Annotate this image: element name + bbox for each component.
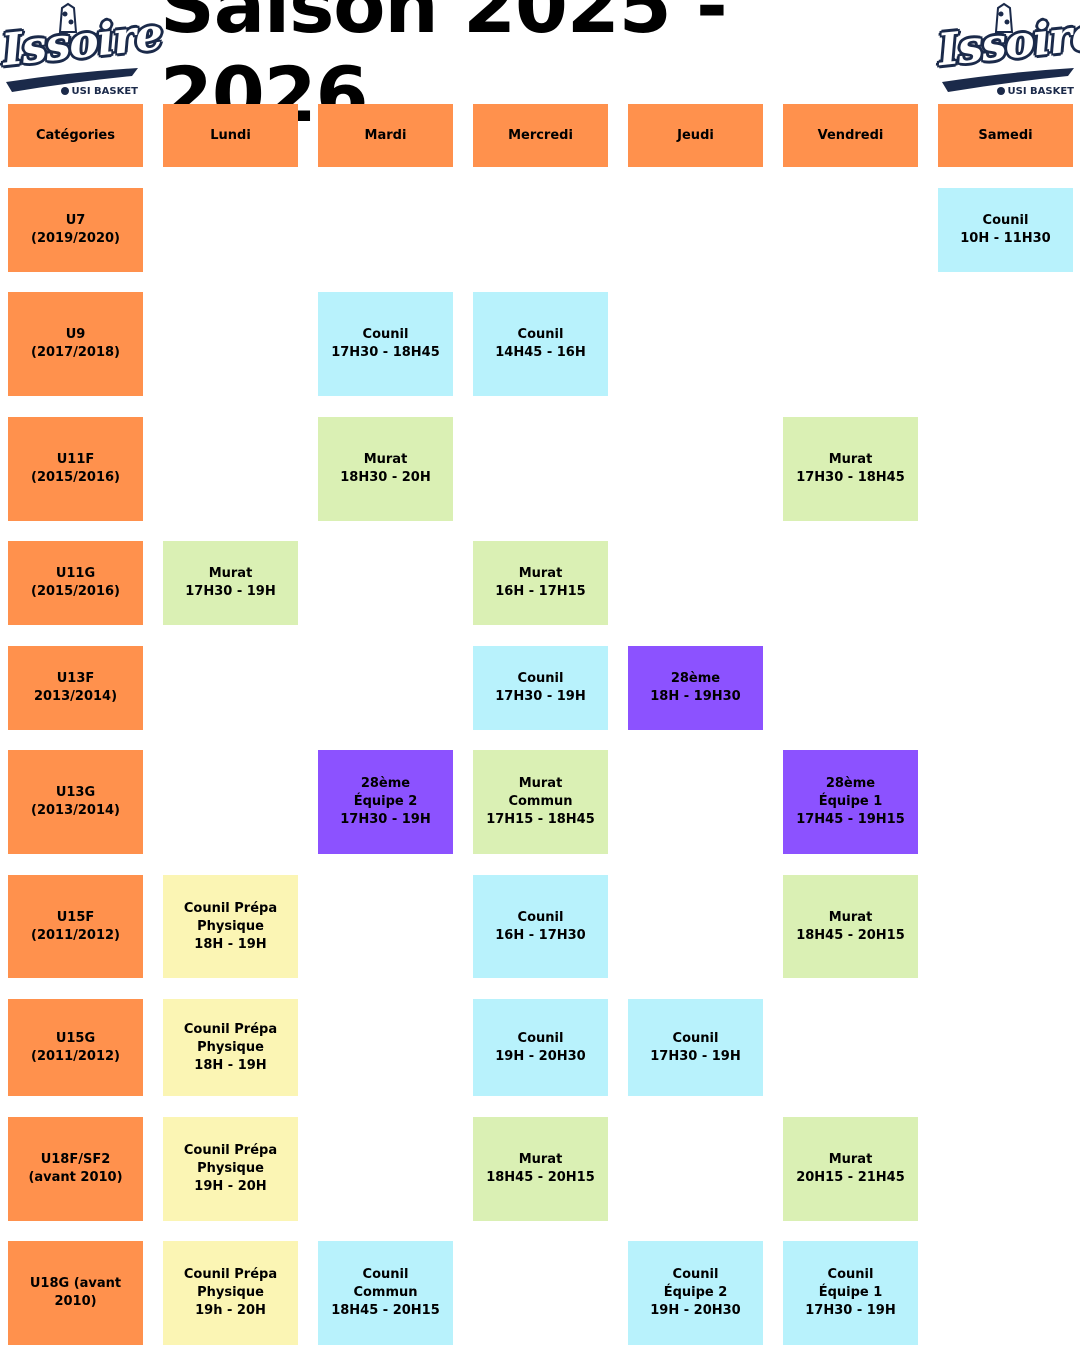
session-cell: Murat 17H30 - 18H45 bbox=[783, 417, 918, 521]
session-cell: Counil Commun 18H45 - 20H15 bbox=[318, 1241, 453, 1345]
session-cell: Counil Prépa Physique 18H - 19H bbox=[163, 999, 298, 1096]
issoire-logo-right: Issoire USI BASKET bbox=[936, 2, 1080, 100]
page-title: Saison 2025 - 2026 bbox=[160, 0, 728, 139]
session-cell: Counil 16H - 17H30 bbox=[473, 875, 608, 978]
session-cell: Counil Équipe 1 17H30 - 19H bbox=[783, 1241, 918, 1345]
column-header-mercredi: Mercredi bbox=[473, 104, 608, 167]
column-header-samedi: Samedi bbox=[938, 104, 1073, 167]
logo-subtext: USI BASKET bbox=[996, 86, 1074, 97]
session-cell: Counil 14H45 - 16H bbox=[473, 292, 608, 396]
session-cell: Counil 19H - 20H30 bbox=[473, 999, 608, 1096]
category-cell: U11F (2015/2016) bbox=[8, 417, 143, 521]
session-cell: Counil Prépa Physique 19H - 20H bbox=[163, 1117, 298, 1221]
session-cell: Murat 18H45 - 20H15 bbox=[783, 875, 918, 978]
session-cell: 28ème 18H - 19H30 bbox=[628, 646, 763, 730]
session-cell: Counil Prépa Physique 18H - 19H bbox=[163, 875, 298, 978]
session-cell: Murat 20H15 - 21H45 bbox=[783, 1117, 918, 1221]
column-header-mardi: Mardi bbox=[318, 104, 453, 167]
session-cell: Murat 16H - 17H15 bbox=[473, 541, 608, 625]
column-header-vendredi: Vendredi bbox=[783, 104, 918, 167]
category-cell: U9 (2017/2018) bbox=[8, 292, 143, 396]
category-cell: U11G (2015/2016) bbox=[8, 541, 143, 625]
category-cell: U18G (avant 2010) bbox=[8, 1241, 143, 1345]
category-cell: U13F 2013/2014) bbox=[8, 646, 143, 730]
session-cell: Counil Prépa Physique 19h - 20H bbox=[163, 1241, 298, 1345]
session-cell: Counil 17H30 - 19H bbox=[628, 999, 763, 1096]
category-cell: U13G (2013/2014) bbox=[8, 750, 143, 854]
category-cell: U7 (2019/2020) bbox=[8, 188, 143, 272]
session-cell: Murat 18H30 - 20H bbox=[318, 417, 453, 521]
category-cell: U15G (2011/2012) bbox=[8, 999, 143, 1096]
giraffe-icon bbox=[6, 2, 138, 92]
category-cell: U18F/SF2 (avant 2010) bbox=[8, 1117, 143, 1221]
session-cell: Murat 18H45 - 20H15 bbox=[473, 1117, 608, 1221]
issoire-logo-left: Issoire USI BASKET bbox=[0, 2, 165, 100]
session-cell: Counil 17H30 - 18H45 bbox=[318, 292, 453, 396]
column-header-jeudi: Jeudi bbox=[628, 104, 763, 167]
session-cell: Counil 17H30 - 19H bbox=[473, 646, 608, 730]
session-cell: Murat 17H30 - 19H bbox=[163, 541, 298, 625]
session-cell: Murat Commun 17H15 - 18H45 bbox=[473, 750, 608, 854]
column-header-categories: Catégories bbox=[8, 104, 143, 167]
category-cell: U15F (2011/2012) bbox=[8, 875, 143, 978]
column-header-lundi: Lundi bbox=[163, 104, 298, 167]
session-cell: Counil Équipe 2 19H - 20H30 bbox=[628, 1241, 763, 1345]
basketball-icon bbox=[996, 87, 1005, 95]
giraffe-icon bbox=[942, 2, 1074, 92]
logo-subtext: USI BASKET bbox=[60, 86, 138, 97]
session-cell: Counil 10H - 11H30 bbox=[938, 188, 1073, 272]
basketball-icon bbox=[60, 87, 69, 95]
session-cell: 28ème Équipe 1 17H45 - 19H15 bbox=[783, 750, 918, 854]
session-cell: 28ème Équipe 2 17H30 - 19H bbox=[318, 750, 453, 854]
